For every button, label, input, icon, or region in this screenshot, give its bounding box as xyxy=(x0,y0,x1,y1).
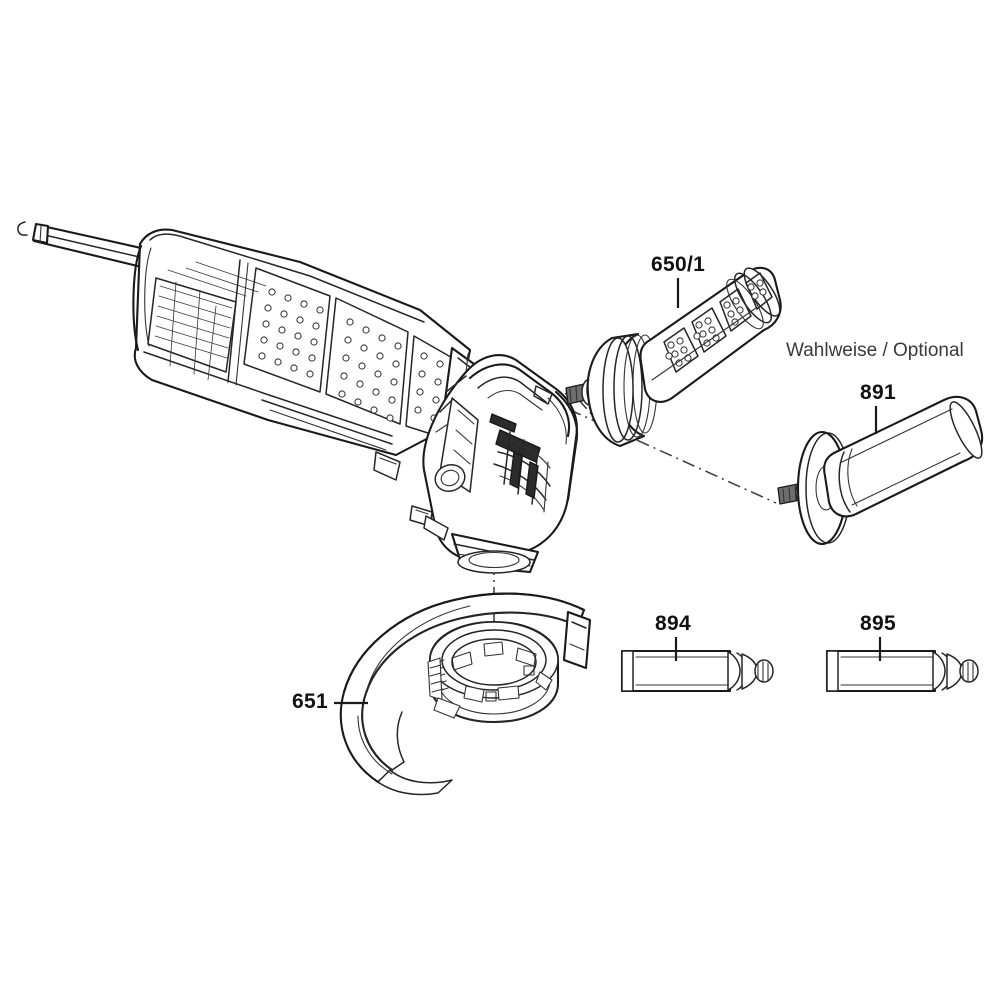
rod-stud-894 xyxy=(754,659,774,683)
guard-mount-tab xyxy=(562,610,592,670)
part-650-1-side-handle xyxy=(565,266,782,448)
grip-texture-panels-650 xyxy=(663,272,773,373)
part-894-handle-rod xyxy=(620,649,774,693)
handle-grip-891 xyxy=(823,395,984,518)
leader-lines xyxy=(334,278,882,705)
part-label-650-1: 650/1 xyxy=(651,253,706,276)
angle-grinder-main-body xyxy=(17,221,578,574)
power-cord xyxy=(17,221,152,270)
rod-stud-895 xyxy=(959,659,979,683)
part-891-side-handle xyxy=(777,395,984,546)
handle-grip-650 xyxy=(639,266,782,403)
switch-lever xyxy=(409,505,449,541)
guard-collar-ring xyxy=(427,620,560,724)
part-651-wheel-guard xyxy=(339,592,592,796)
collar-serrations xyxy=(427,657,461,719)
ventilation-slots-upper xyxy=(167,269,247,381)
gear-head xyxy=(373,354,578,574)
part-label-891: 891 xyxy=(860,381,896,404)
collar-tabs xyxy=(451,641,553,703)
motor-housing xyxy=(132,228,472,457)
part-label-651: 651 xyxy=(292,690,328,713)
part-label-894: 894 xyxy=(655,612,691,635)
optional-note: Wahlweise / Optional xyxy=(786,340,964,361)
handle-flange-650 xyxy=(586,332,658,448)
part-label-895: 895 xyxy=(860,612,896,635)
spindle-flange xyxy=(450,532,540,574)
ventilation-slots xyxy=(147,261,267,375)
part-895-handle-rod xyxy=(825,649,979,693)
spindle-lock-button xyxy=(434,464,466,492)
